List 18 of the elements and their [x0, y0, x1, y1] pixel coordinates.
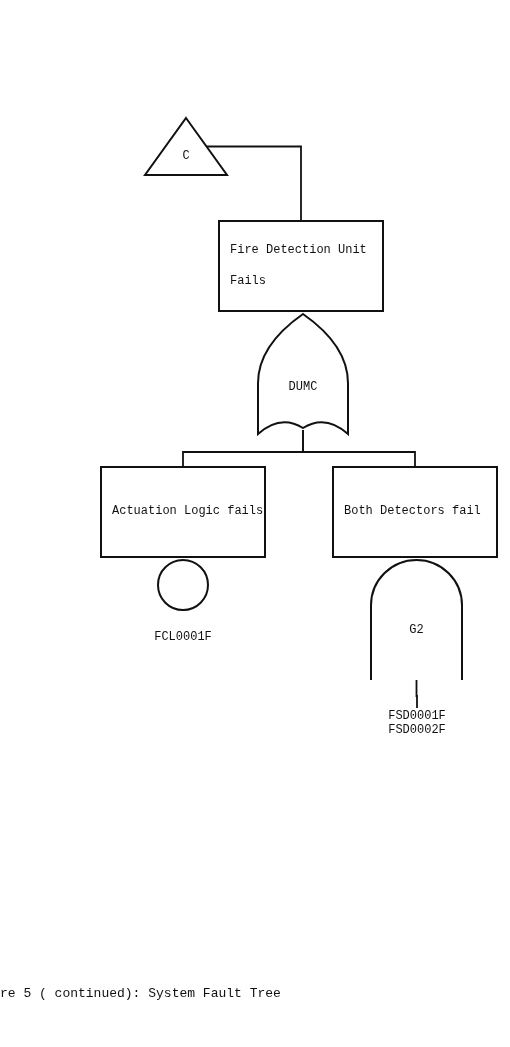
gate-label: C [182, 149, 190, 164]
event-code: FSD0001F [388, 708, 446, 723]
event-box [100, 466, 266, 558]
event-description: Both Detectors fail [344, 503, 481, 521]
event-box [218, 220, 384, 312]
gate-label: DUMC [288, 379, 318, 395]
basic-event-circle [158, 560, 208, 610]
event-description: Actuation Logic fails [112, 503, 264, 521]
connector-line [302, 429, 416, 467]
and-gate [371, 560, 462, 680]
figure-caption: re 5 ( continued): System Fault Tree [0, 986, 281, 1001]
gate-label: G2 [409, 622, 424, 638]
transfer-triangle [145, 118, 227, 175]
connector-line [415, 679, 418, 709]
event-code: FCL0001F [153, 630, 213, 644]
event-code: FSD0002F [388, 723, 446, 738]
event-description: Fire Detection Unit Fails [230, 241, 368, 290]
event-box [332, 466, 498, 558]
